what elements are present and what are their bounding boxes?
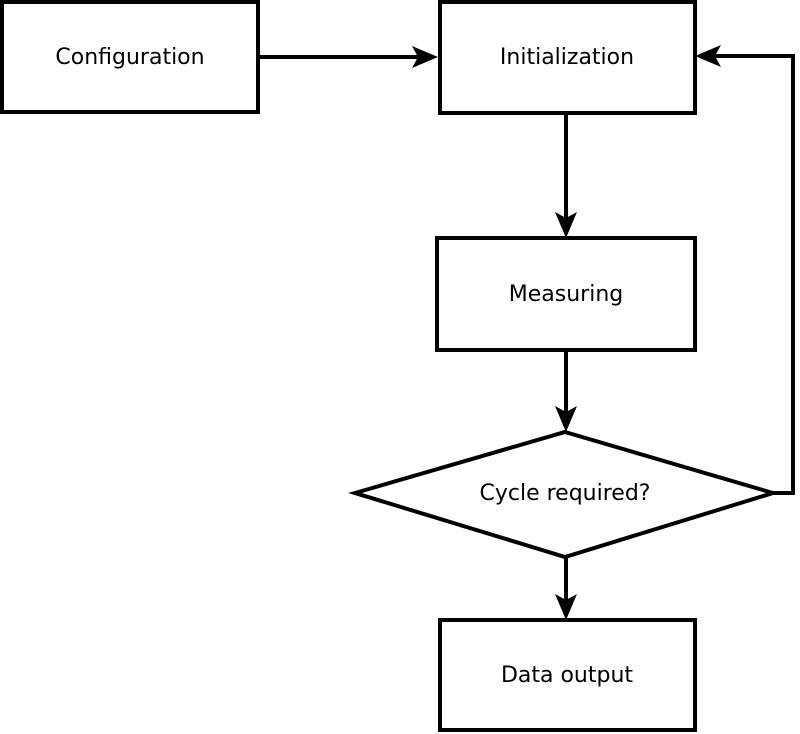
- node-shape-data-output[interactable]: [438, 618, 697, 732]
- node-shape-cycle-required[interactable]: [347, 429, 780, 560]
- node-label-data-output: Data output: [501, 663, 633, 688]
- node-label-cycle-required: Cycle required?: [480, 481, 651, 506]
- node-measuring[interactable]: Measuring: [435, 236, 697, 352]
- node-data-output[interactable]: Data output: [438, 618, 697, 732]
- node-shape-initialization[interactable]: [438, 0, 697, 115]
- node-label-initialization: Initialization: [500, 45, 634, 70]
- node-cycle-required[interactable]: Cycle required?: [347, 429, 780, 560]
- node-shape-configuration[interactable]: [0, 0, 260, 114]
- edge-measuring-to-cycle-required: [555, 350, 577, 432]
- node-label-configuration: Configuration: [55, 45, 204, 70]
- arrow-head-cycle-required-to-data-output: [555, 594, 577, 620]
- edge-configuration-to-initialization: [258, 46, 438, 68]
- node-configuration[interactable]: Configuration: [0, 0, 260, 114]
- node-label-measuring: Measuring: [509, 282, 623, 307]
- node-shape-measuring[interactable]: [435, 236, 697, 352]
- arrow-head-measuring-to-cycle-required: [555, 406, 577, 432]
- arrow-head-cycle-required-to-initialization: [695, 45, 721, 67]
- arrow-head-configuration-to-initialization: [412, 46, 438, 68]
- node-initialization[interactable]: Initialization: [438, 0, 697, 115]
- edge-initialization-to-measuring: [555, 113, 577, 238]
- edge-cycle-required-to-initialization: [695, 45, 795, 495]
- edge-line-cycle-required-to-initialization: [713, 54, 795, 495]
- edge-cycle-required-to-data-output: [555, 557, 577, 620]
- arrow-head-initialization-to-measuring: [555, 212, 577, 238]
